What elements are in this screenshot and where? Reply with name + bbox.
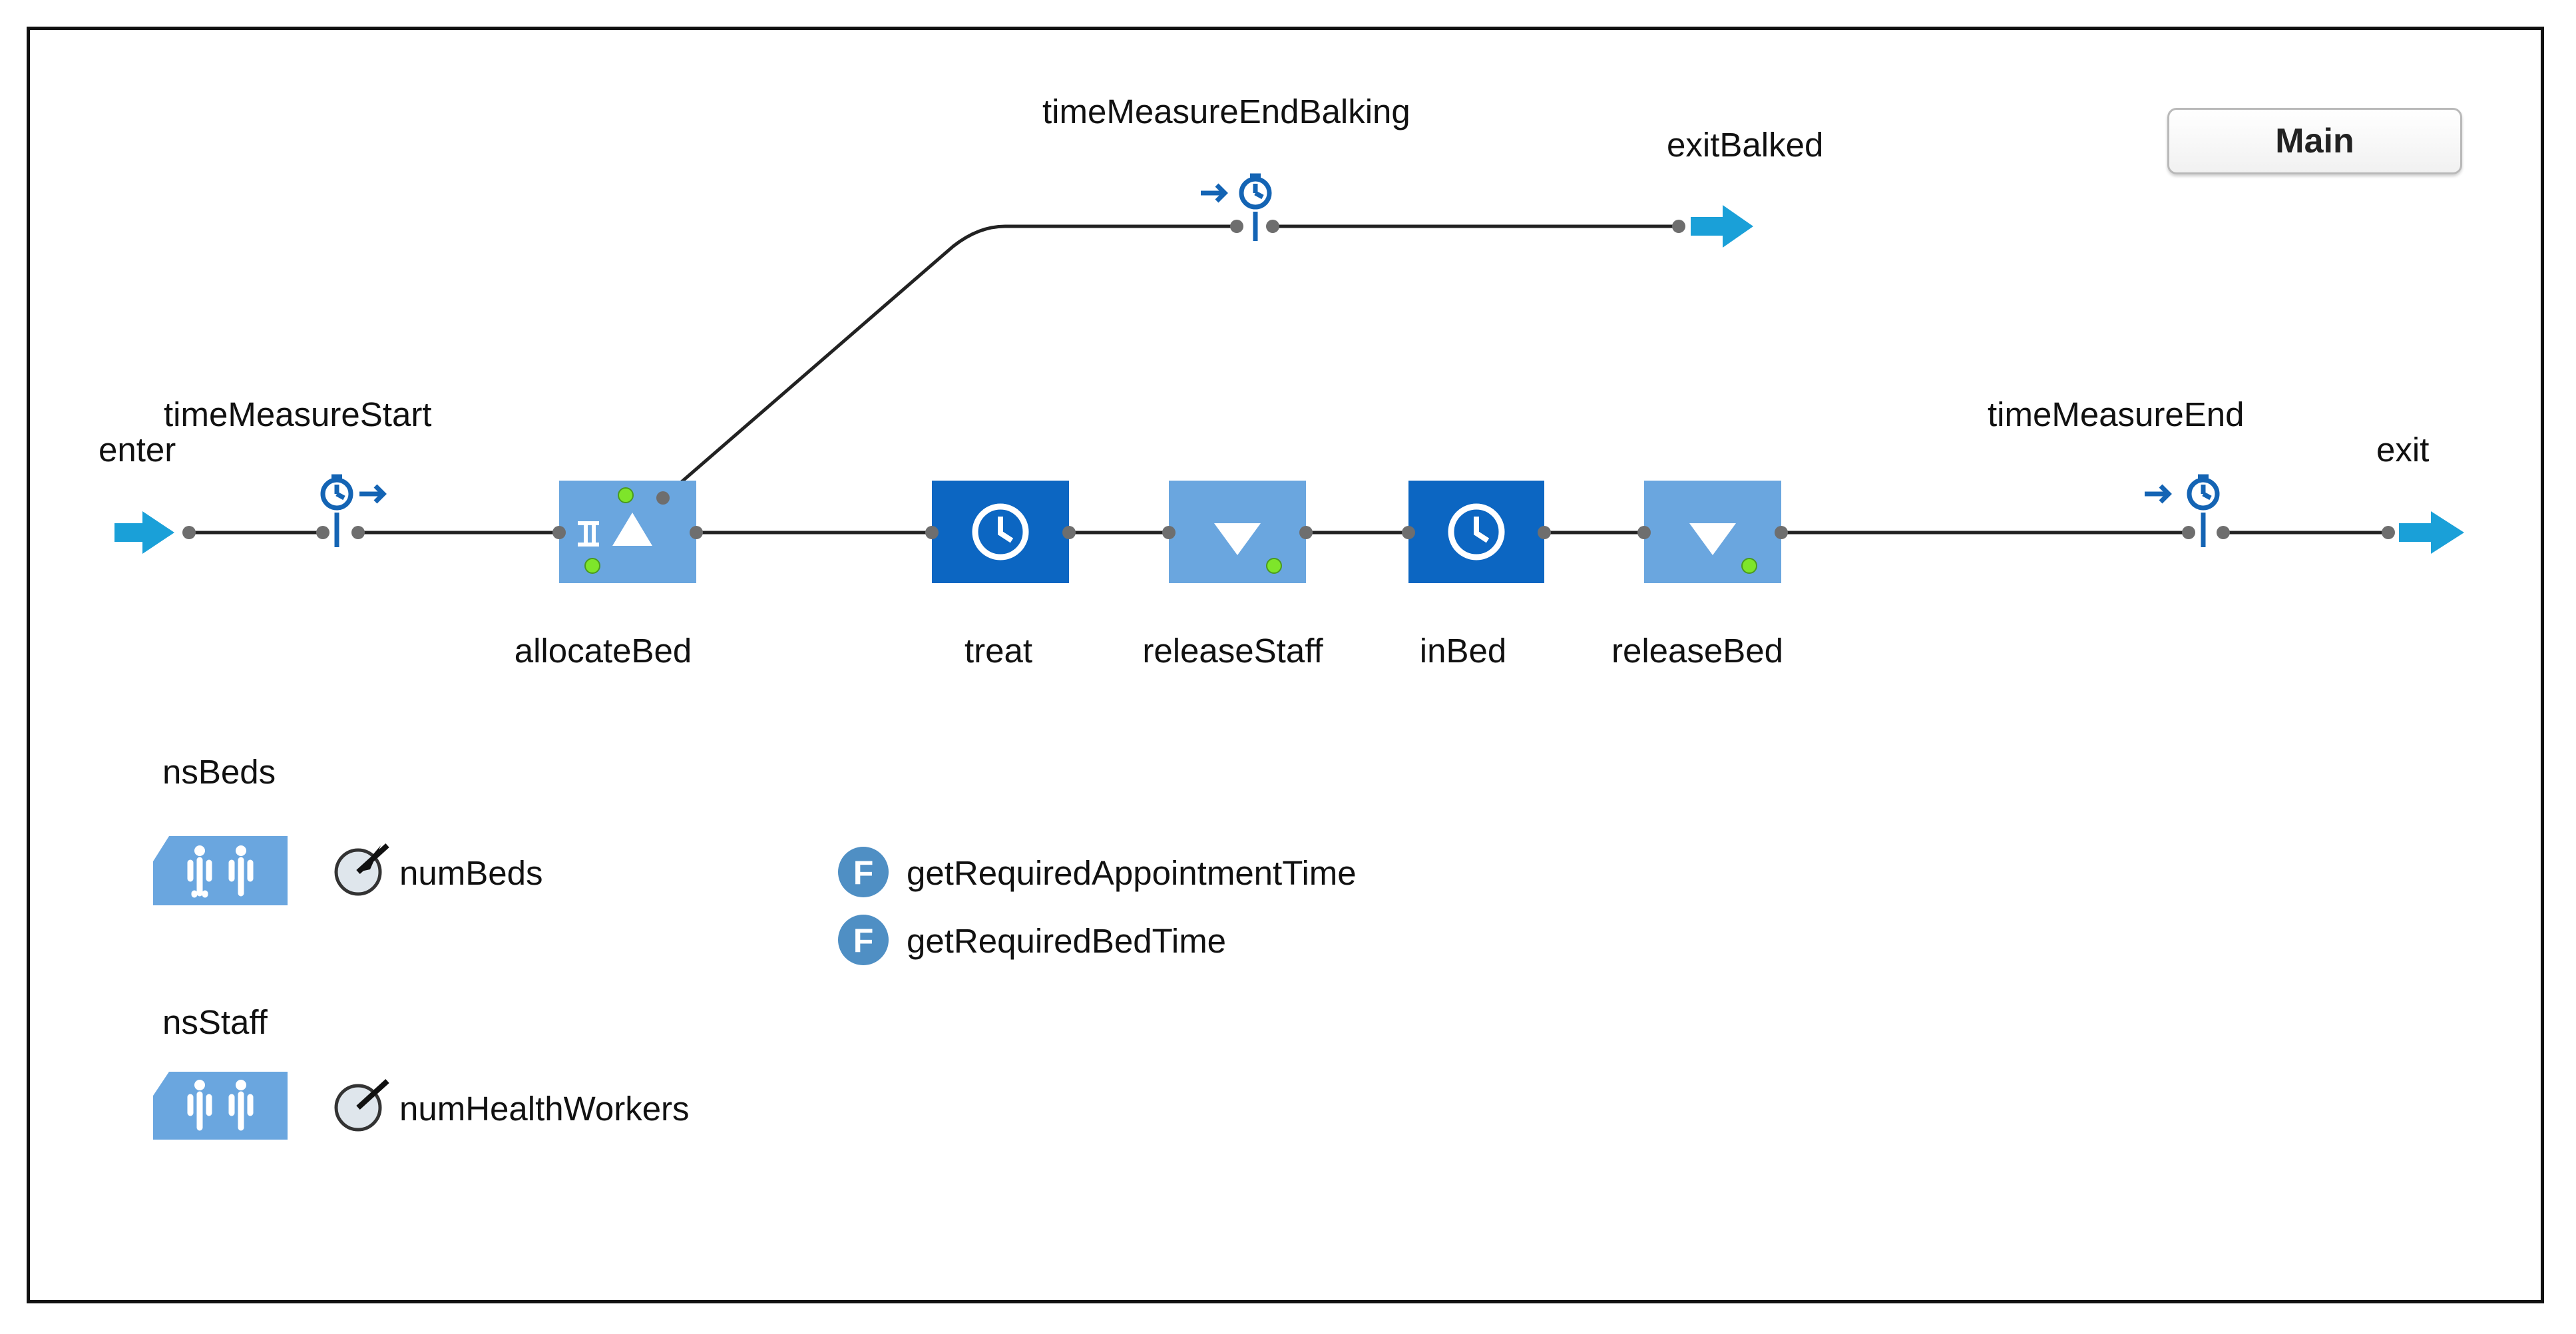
parameter-gauge-icon xyxy=(334,1079,389,1132)
time-measure-end-balking-label: timeMeasureEndBalking xyxy=(1042,93,1410,130)
enter-label: enter xyxy=(99,431,176,469)
output-port[interactable] xyxy=(2217,526,2230,539)
release-staff-block[interactable] xyxy=(1162,481,1313,583)
input-port[interactable] xyxy=(316,526,329,539)
output-port[interactable] xyxy=(690,526,703,539)
input-port[interactable] xyxy=(1230,220,1243,233)
input-port[interactable] xyxy=(1402,526,1415,539)
ns-staff-pool[interactable] xyxy=(153,1072,288,1140)
resource-pool-icon xyxy=(153,836,288,905)
num-beds-parameter[interactable] xyxy=(334,843,389,896)
output-port[interactable] xyxy=(1062,526,1076,539)
resource-pool-icon xyxy=(153,1072,288,1140)
time-measure-start-label: timeMeasureStart xyxy=(164,395,432,433)
release-bed-block[interactable] xyxy=(1637,481,1788,583)
function-2-label: getRequiredBedTime xyxy=(907,922,1227,960)
ns-staff-label: nsStaff xyxy=(162,1003,268,1041)
function-1-label: getRequiredAppointmentTime xyxy=(907,854,1357,892)
input-port[interactable] xyxy=(552,526,566,539)
output-port[interactable] xyxy=(351,526,365,539)
function-icon xyxy=(838,847,889,897)
sink-arrow-icon xyxy=(2399,511,2464,554)
num-health-workers-parameter[interactable] xyxy=(334,1079,389,1132)
time-measure-end-label: timeMeasureEnd xyxy=(1988,395,2245,433)
treat-label: treat xyxy=(964,632,1033,670)
stopwatch-start-icon xyxy=(320,474,387,547)
function-badge: F xyxy=(853,922,874,959)
parameter-gauge-icon xyxy=(334,843,389,896)
resource-indicator xyxy=(618,487,634,503)
stopwatch-end-icon xyxy=(1201,173,1272,241)
in-bed-label: inBed xyxy=(1419,632,1507,670)
stopwatch-end-icon xyxy=(2145,474,2220,547)
diagram-canvas-frame xyxy=(27,27,2544,1303)
main-button[interactable]: Main xyxy=(2167,108,2462,174)
output-port[interactable] xyxy=(1538,526,1551,539)
treat-block[interactable] xyxy=(925,481,1076,583)
exit-balked-label: exitBalked xyxy=(1667,126,1824,164)
output-port[interactable] xyxy=(1775,526,1788,539)
resource-indicator xyxy=(1266,558,1282,574)
input-port[interactable] xyxy=(1637,526,1651,539)
exit-label: exit xyxy=(2376,431,2430,469)
release-triangle-icon xyxy=(1689,523,1736,555)
clock-icon xyxy=(972,503,1029,560)
release-bed-label: releaseBed xyxy=(1611,632,1784,670)
connector-allocate-balking xyxy=(662,224,1237,499)
ns-beds-label: nsBeds xyxy=(162,753,276,791)
ns-beds-pool[interactable] xyxy=(153,836,288,905)
input-port[interactable] xyxy=(925,526,939,539)
allocate-bed-block[interactable] xyxy=(552,481,703,583)
input-port[interactable] xyxy=(2182,526,2195,539)
function-badge: F xyxy=(853,854,874,891)
function-icon xyxy=(838,915,889,965)
allocate-bed-label: allocateBed xyxy=(514,632,692,670)
seize-icon xyxy=(578,513,652,547)
num-health-workers-label: numHealthWorkers xyxy=(399,1090,690,1128)
input-port[interactable] xyxy=(1672,220,1685,233)
time-measure-end-balking-block[interactable] xyxy=(1201,173,1279,241)
connectors xyxy=(189,224,2388,535)
exit-balked-block[interactable] xyxy=(1672,205,1753,248)
enter-block[interactable] xyxy=(114,511,196,554)
input-port[interactable] xyxy=(2382,526,2395,539)
num-beds-label: numBeds xyxy=(399,854,543,892)
resource-indicator xyxy=(584,558,600,574)
sink-arrow-icon xyxy=(1691,205,1753,248)
release-triangle-icon xyxy=(1214,523,1261,555)
output-port[interactable] xyxy=(1266,220,1279,233)
function-get-required-bed-time[interactable]: F xyxy=(838,915,889,965)
source-arrow-icon xyxy=(114,511,174,554)
release-staff-label: releaseStaff xyxy=(1142,632,1323,670)
function-get-required-appointment-time[interactable]: F xyxy=(838,847,889,897)
output-port[interactable] xyxy=(1299,526,1313,539)
in-bed-block[interactable] xyxy=(1402,481,1551,583)
resource-indicator xyxy=(1741,558,1757,574)
clock-icon xyxy=(1448,503,1505,560)
exit-block[interactable] xyxy=(2382,511,2464,554)
balk-port[interactable] xyxy=(656,491,670,505)
input-port[interactable] xyxy=(1162,526,1176,539)
output-port[interactable] xyxy=(182,526,196,539)
time-measure-start-block[interactable] xyxy=(316,474,387,547)
time-measure-end-block[interactable] xyxy=(2145,474,2230,547)
